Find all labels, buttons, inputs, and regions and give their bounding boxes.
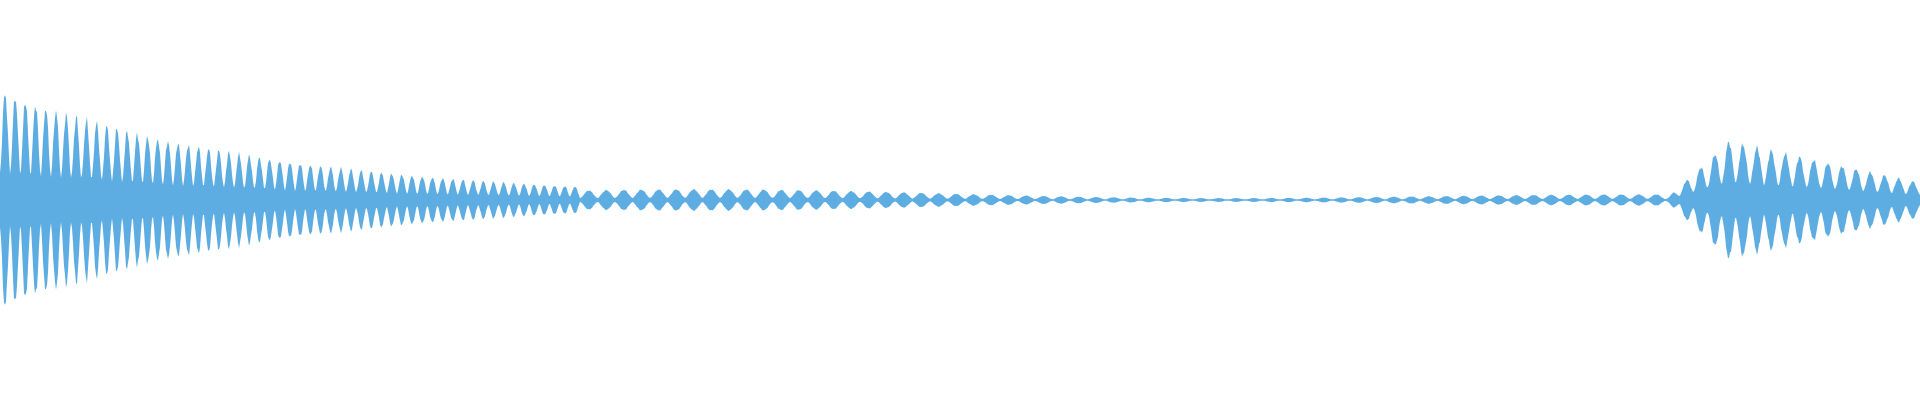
waveform-envelope: [0, 95, 1920, 305]
